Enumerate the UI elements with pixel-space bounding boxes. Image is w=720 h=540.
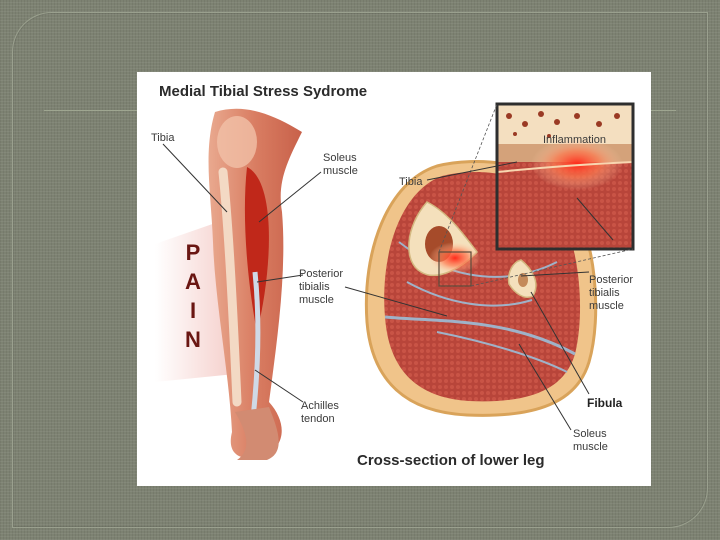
label-fibula: Fibula: [587, 397, 622, 410]
pain-letter: N: [183, 325, 203, 354]
label-soleus-muscle-top: Soleus muscle: [323, 152, 358, 178]
label-tibia-left: Tibia: [151, 132, 174, 145]
label-soleus-muscle-bottom: Soleus muscle: [573, 428, 608, 454]
label-achilles-tendon: Achilles tendon: [301, 400, 339, 426]
label-posterior-tibialis-right: Posterior tibialis muscle: [589, 274, 633, 313]
figure-title: Medial Tibial Stress Sydrome: [159, 83, 367, 100]
inflammation-inset: [497, 104, 633, 249]
pain-letter: A: [183, 267, 203, 296]
label-posterior-tibialis-left: Posterior tibialis muscle: [299, 268, 343, 307]
figure-caption: Cross-section of lower leg: [357, 452, 545, 469]
anatomy-figure: Medial Tibial Stress Sydrome P A I N Tib…: [137, 72, 651, 486]
pain-label: P A I N: [183, 238, 203, 354]
pain-letter: I: [183, 296, 203, 325]
label-tibia-cross: Tibia: [399, 176, 422, 189]
label-inflammation: Inflammation: [543, 134, 606, 147]
pain-letter: P: [183, 238, 203, 267]
